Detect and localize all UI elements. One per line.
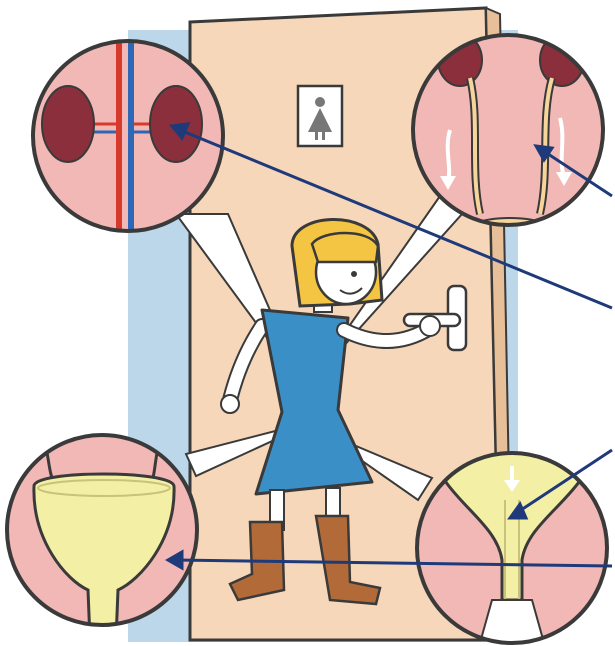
left-kidney	[42, 86, 94, 162]
women-restroom-sign-icon	[298, 86, 342, 146]
urethra-circle	[417, 450, 607, 646]
